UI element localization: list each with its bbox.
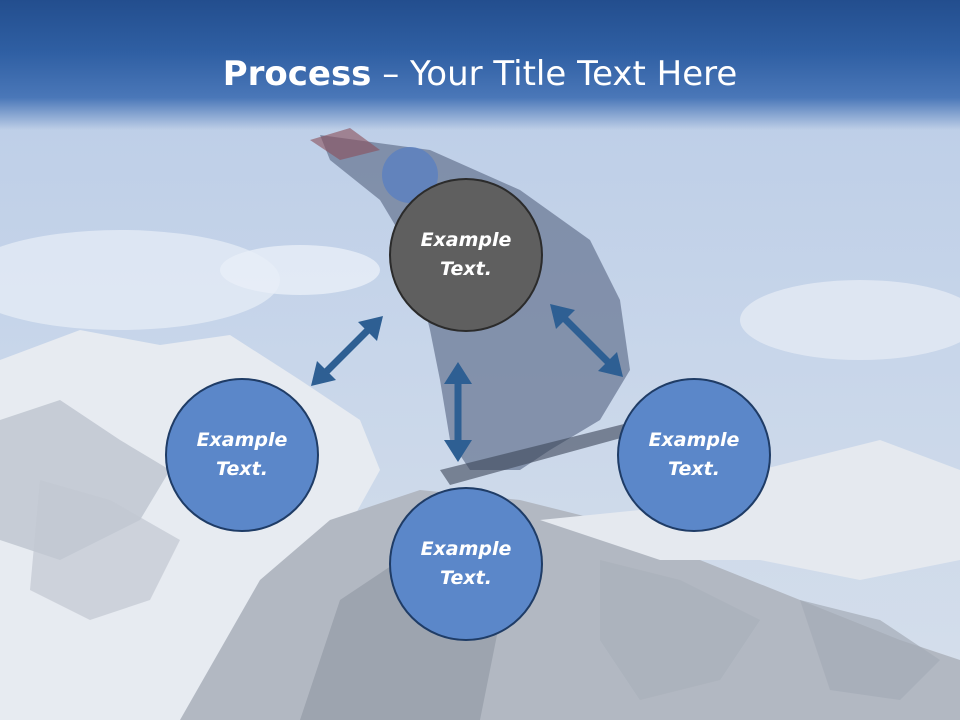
node-label: Example Text. — [420, 538, 512, 589]
title-bold: Process — [222, 54, 372, 94]
node-label: Example Text. — [648, 429, 740, 480]
node-label: Example Text. — [420, 229, 512, 280]
process-node-left[interactable]: Example Text. — [165, 378, 319, 532]
process-node-bottom[interactable]: Example Text. — [389, 487, 543, 641]
title-rest: – Your Title Text Here — [371, 54, 738, 94]
process-node-right[interactable]: Example Text. — [617, 378, 771, 532]
slide-title: Process – Your Title Text Here — [0, 52, 960, 96]
title-band — [0, 0, 960, 130]
node-label: Example Text. — [196, 429, 288, 480]
process-node-top[interactable]: Example Text. — [389, 178, 543, 332]
